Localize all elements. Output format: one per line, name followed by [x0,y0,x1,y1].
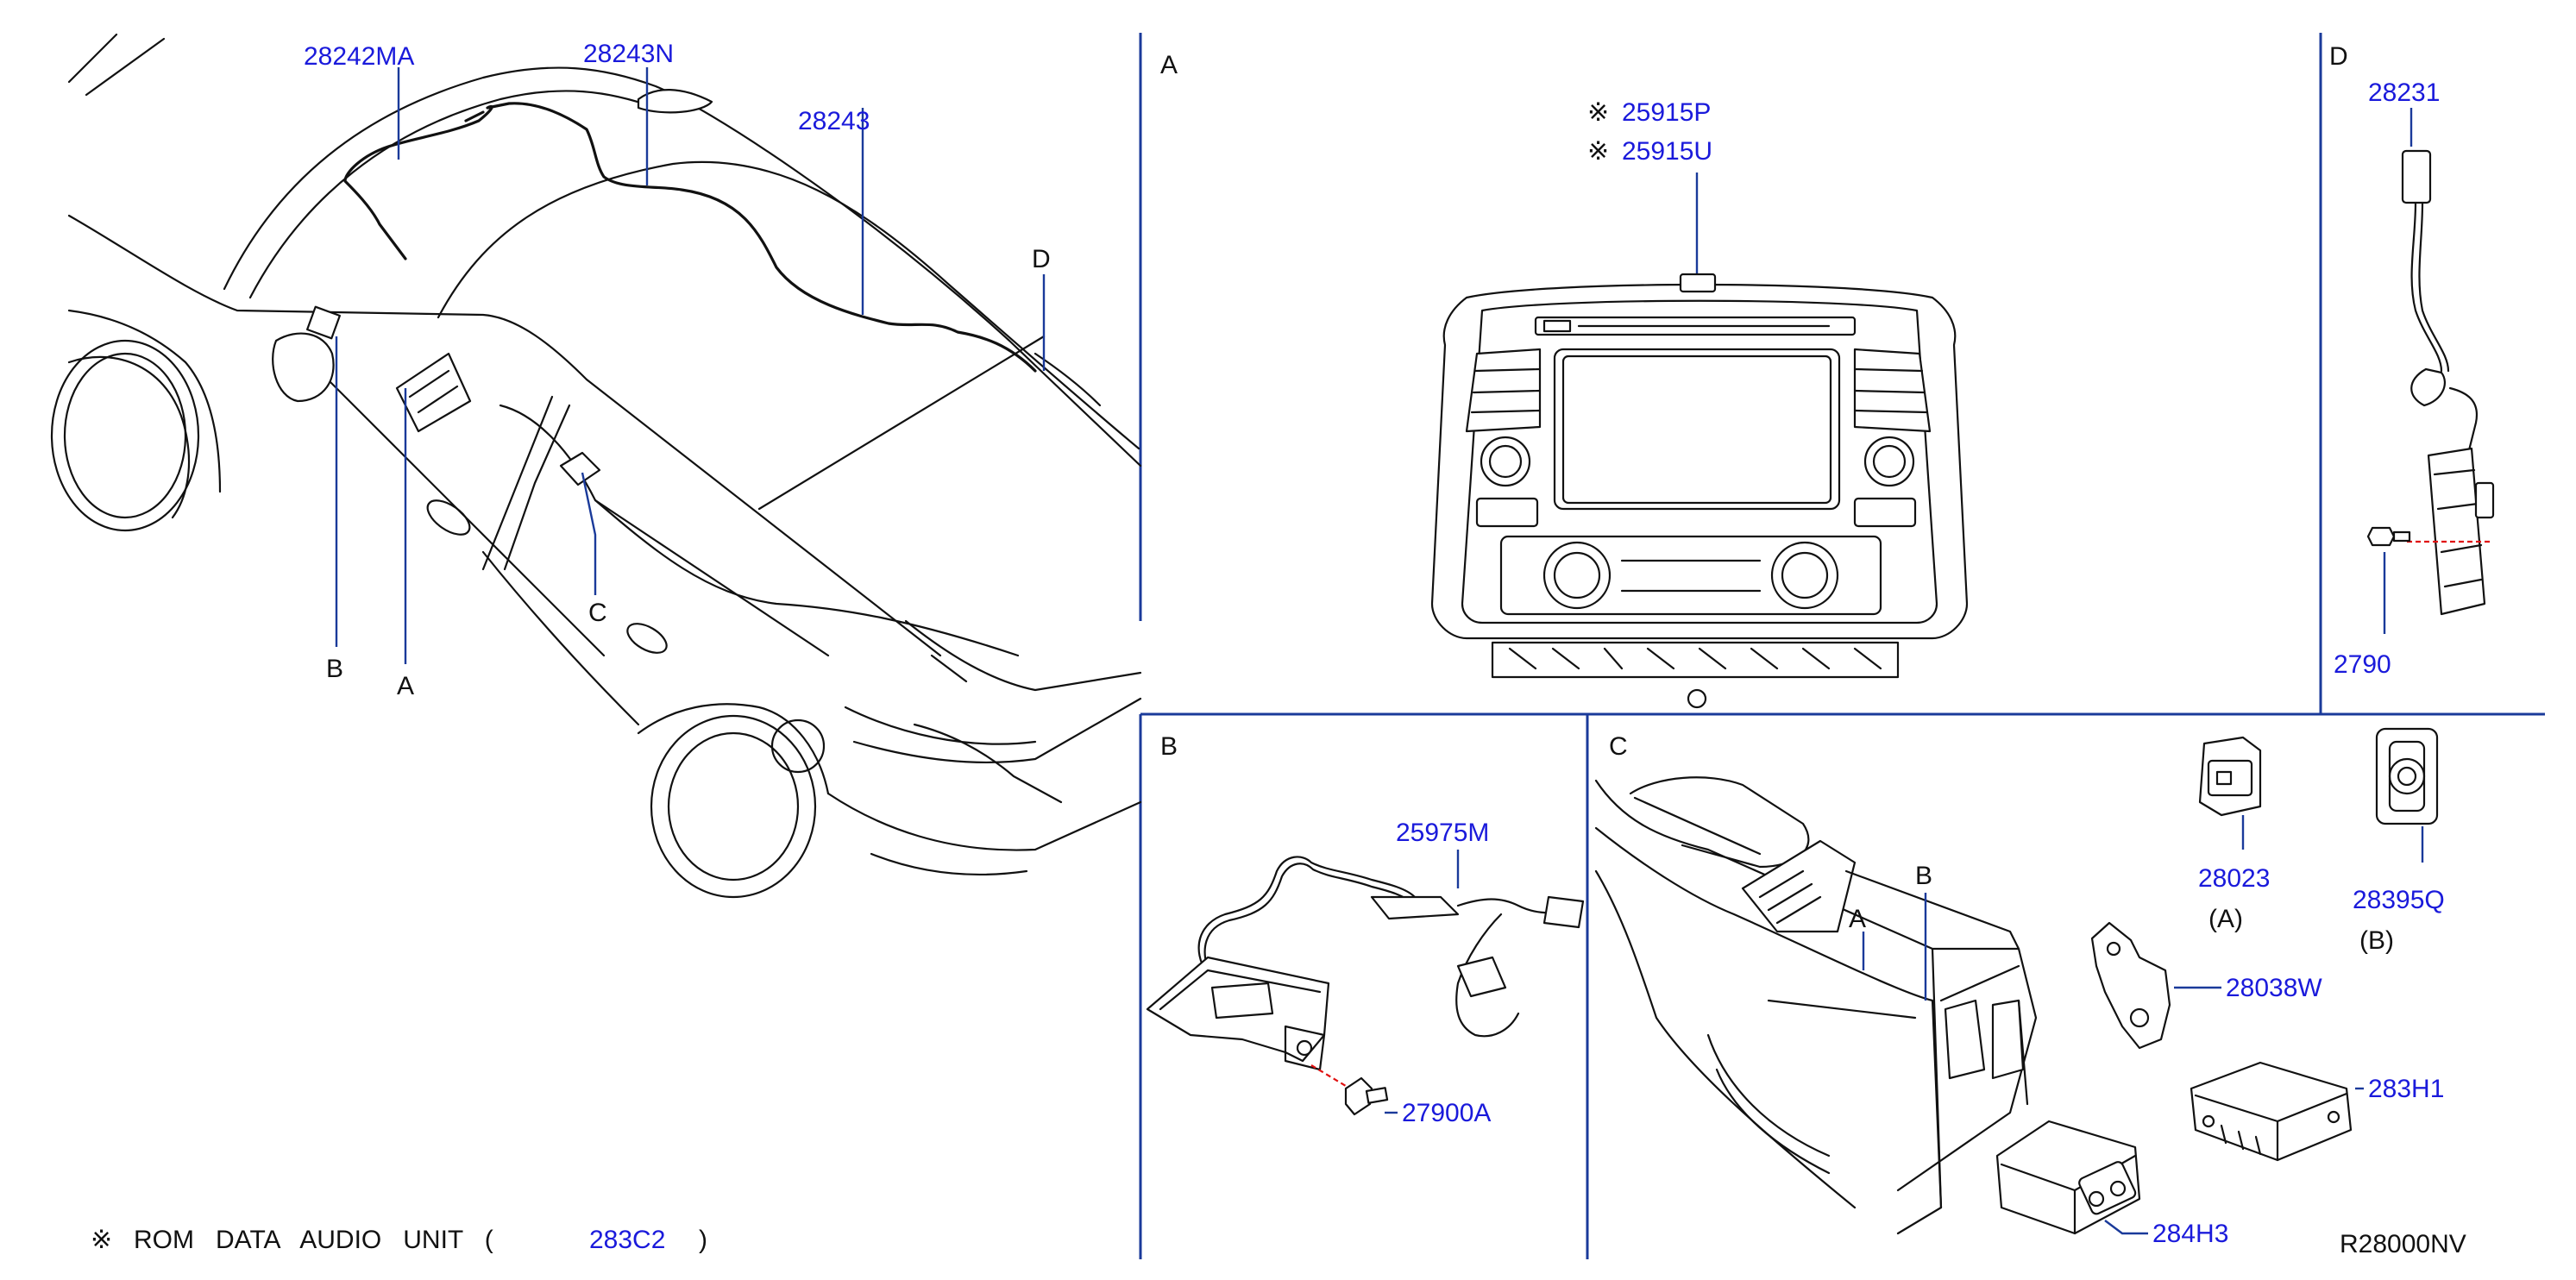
overview-labels: 28242MA 28243N 28243 D C B A [304,40,1051,700]
usb-cable-connector [2401,149,2495,616]
reference-mark-1: ※ [1587,98,1609,127]
part-284H3-switch-block [1995,1120,2141,1235]
label-28243N: 28243N [583,40,674,68]
ref-label-C: C [588,599,607,627]
audio-head-unit [1430,273,1969,709]
mounting-screw-D [2366,526,2411,547]
panel-B-label: B [1160,732,1178,761]
part-28038W-bracket [2090,921,2171,1050]
label-28395Q: 28395Q [2353,886,2445,914]
label-25915U: 25915U [1622,137,1712,166]
mounting-screw-B [1344,1076,1389,1116]
footer: ※ ROM DATA AUDIO UNIT ( 283C2 ) R28000NV [91,1226,2466,1258]
label-2790-partial: 2790 [2334,650,2391,679]
label-28243: 28243 [798,107,870,135]
label-28038W: 28038W [2226,974,2322,1002]
sub-label-B: (B) [2359,926,2394,955]
ref-label-D: D [1032,245,1051,273]
sub-label-A: (A) [2208,905,2243,933]
overview-leader-lines [335,67,1046,664]
label-25975M: 25975M [1396,819,1489,847]
label-28231: 28231 [2368,78,2440,107]
panel-C: C A B 28023 (A) [1594,727,2445,1248]
panel-D: D 28231 2790 [2329,42,2495,679]
label-25915P: 25915P [1622,98,1711,127]
footer-note: ROM DATA AUDIO UNIT ( [134,1226,493,1254]
callout-A: A [1849,905,1866,933]
diagram-id: R28000NV [2340,1230,2466,1258]
panel-B: B 25975M 27900A [1146,732,1585,1127]
label-28242MA: 28242MA [304,42,414,71]
car-overview-drawing [50,33,1142,899]
left-vent [1465,348,1542,433]
ref-label-A: A [397,672,414,700]
label-284H3: 284H3 [2152,1220,2228,1248]
label-27900A: 27900A [1402,1099,1491,1127]
footer-part-283C2: 283C2 [589,1226,665,1254]
antenna-cable-assembly [1146,856,1585,1092]
right-vent [1853,348,1932,433]
panel-D-label: D [2329,42,2348,71]
footer-close-paren: ) [699,1226,707,1254]
callout-B: B [1915,862,1932,890]
part-28023-usb-port [2198,736,2262,817]
panel-separators [1139,33,2545,1259]
center-console [1594,776,2038,1235]
panel-A: A ※ 25915P ※ 25915U [1160,51,1969,709]
label-283H1: 283H1 [2368,1075,2444,1103]
panel-C-label: C [1609,732,1628,761]
panel-A-label: A [1160,51,1178,79]
reference-mark-2: ※ [1587,137,1609,166]
part-283H1-module [2190,1061,2353,1162]
footer-mark: ※ [91,1226,112,1254]
ref-label-B: B [326,655,343,683]
part-28395Q-aux-jack [2375,727,2439,825]
label-28023: 28023 [2198,864,2270,893]
